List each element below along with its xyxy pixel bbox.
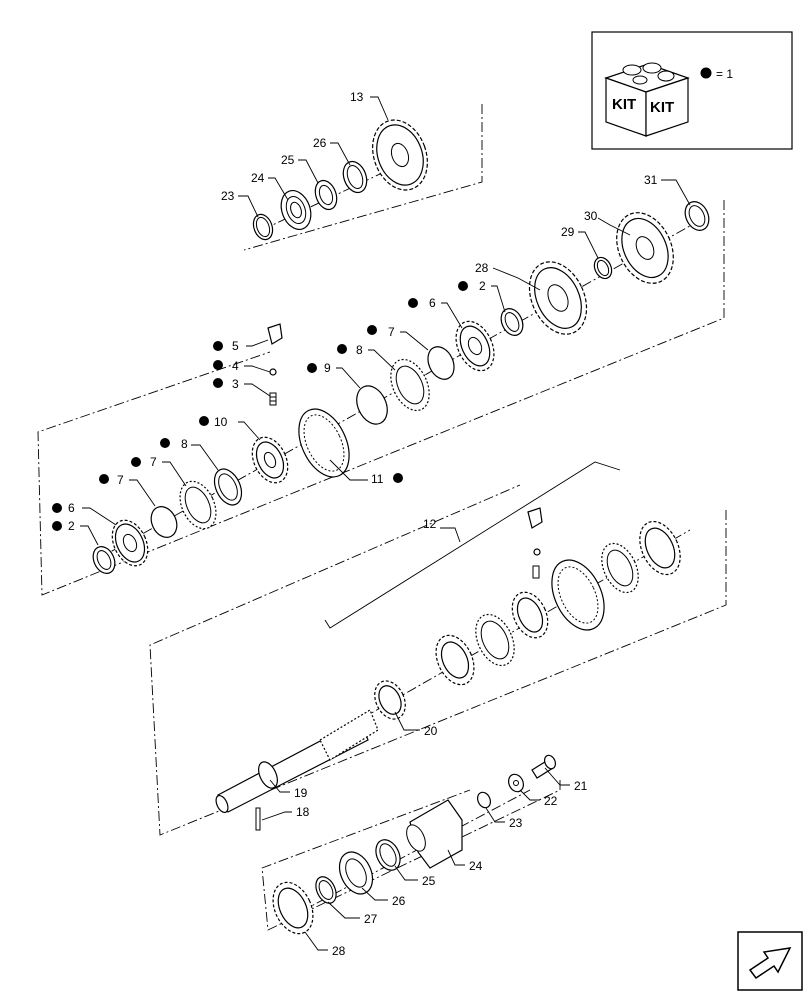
spring-lower [532,565,540,579]
callout-29: 25 [422,874,436,888]
gear-6-left [111,519,149,567]
sleeve-lower [551,559,605,631]
callout-23: 19 [294,786,308,800]
ball-4 [269,368,277,376]
kit-label-right: KIT [650,99,674,116]
washer-26 [508,773,524,793]
pin-22 [255,807,261,831]
kit-box-icon: KIT KIT [604,62,690,137]
kit-bullet-icon [700,67,712,79]
bearing-30 [338,851,374,895]
callout-20: 30 [584,209,598,223]
callout-19: 29 [561,225,575,239]
upper-section-outline [243,104,483,251]
callout-9-left: 8 [181,437,188,451]
gear-18 [528,261,588,335]
callout-31: 27 [364,912,378,926]
middle-section-outline [37,200,725,596]
callout-labels: 13 26 25 24 23 31 30 29 28 2 6 7 8 9 5 4… [68,90,658,958]
axis-output [284,789,531,921]
hub-10 [251,436,289,484]
callout-leaders [80,96,691,951]
gear-17 [372,119,428,191]
callout-3: 3 [232,377,239,391]
group-bracket [324,461,621,629]
cone-7-left [150,506,178,538]
callout-5: 5 [232,339,239,353]
synchro-ring-lower-1 [475,613,515,667]
callout-21: 31 [644,173,658,187]
callout-30: 26 [392,894,406,908]
callout-18: 28 [475,261,489,275]
cone-7-right [427,346,455,380]
lower-section-outline [149,484,727,836]
gear-lower-1 [435,634,475,686]
callout-8-left: 7 [150,455,157,469]
callout-11: 11 [371,472,384,486]
o-ring-27 [476,791,492,809]
cone-9-right [356,385,388,425]
callout-leader-12 [440,527,461,543]
yoke-28 [406,799,463,869]
gear-6-right [455,320,495,372]
washer-31 [315,876,337,904]
output-section-outline [261,780,561,931]
ring-16 [342,160,368,194]
ring-29 [375,839,401,871]
callout-24: 20 [424,724,438,738]
snap-ring-13 [252,213,274,241]
snap-ring-21 [684,201,710,231]
gear-lower-2 [639,520,681,576]
kit-legend-text: = 1 [716,67,733,81]
washer-15 [314,179,338,211]
callout-6-left: 6 [68,501,75,515]
callout-7-left: 7 [117,473,124,487]
callout-16: 26 [313,136,327,150]
snap-ring-19 [593,256,613,280]
callout-4: 4 [232,359,239,373]
callout-2-left: 2 [68,519,75,533]
callout-14: 24 [251,171,265,185]
ring-9-left [213,468,243,506]
snap-ring-2-left [92,546,116,574]
spring-3 [269,392,277,406]
callout-32: 28 [332,944,346,958]
kit-bullets [52,281,468,531]
gear-24 [374,680,406,720]
callout-10: 10 [214,415,228,429]
callout-13: 23 [221,189,235,203]
callout-22: 18 [296,805,310,819]
kit-legend: KIT KIT = 1 [591,31,793,150]
detent-lower [527,507,543,529]
callout-27: 23 [509,816,523,830]
gear-32 [272,881,314,935]
callout-25: 21 [574,779,588,793]
arrow-next-icon[interactable] [737,931,803,991]
ball-lower [533,548,541,556]
bearing-14 [280,190,312,230]
shaft-23 [215,709,379,814]
callout-15: 25 [281,153,295,167]
bolt-25 [531,754,557,779]
kit-label-left: KIT [612,96,636,113]
callout-7-right: 7 [388,325,395,339]
synchro-ring-8-right [390,358,430,412]
callout-28: 24 [469,859,483,873]
hub-lower [511,591,549,639]
gear-20 [616,212,674,284]
callout-2-right: 2 [479,279,486,293]
sleeve-11 [298,408,350,478]
callout-8-right: 8 [356,343,363,357]
callout-12: 12 [423,517,437,531]
callout-26: 22 [544,794,558,808]
callout-9-right: 9 [324,361,331,375]
callout-17: 13 [350,90,364,104]
detent-5 [267,323,283,345]
callout-6-right: 6 [429,296,436,310]
snap-ring-2-right [500,308,524,336]
synchro-ring-8-left [179,480,217,530]
synchro-ring-lower-2 [601,542,639,594]
